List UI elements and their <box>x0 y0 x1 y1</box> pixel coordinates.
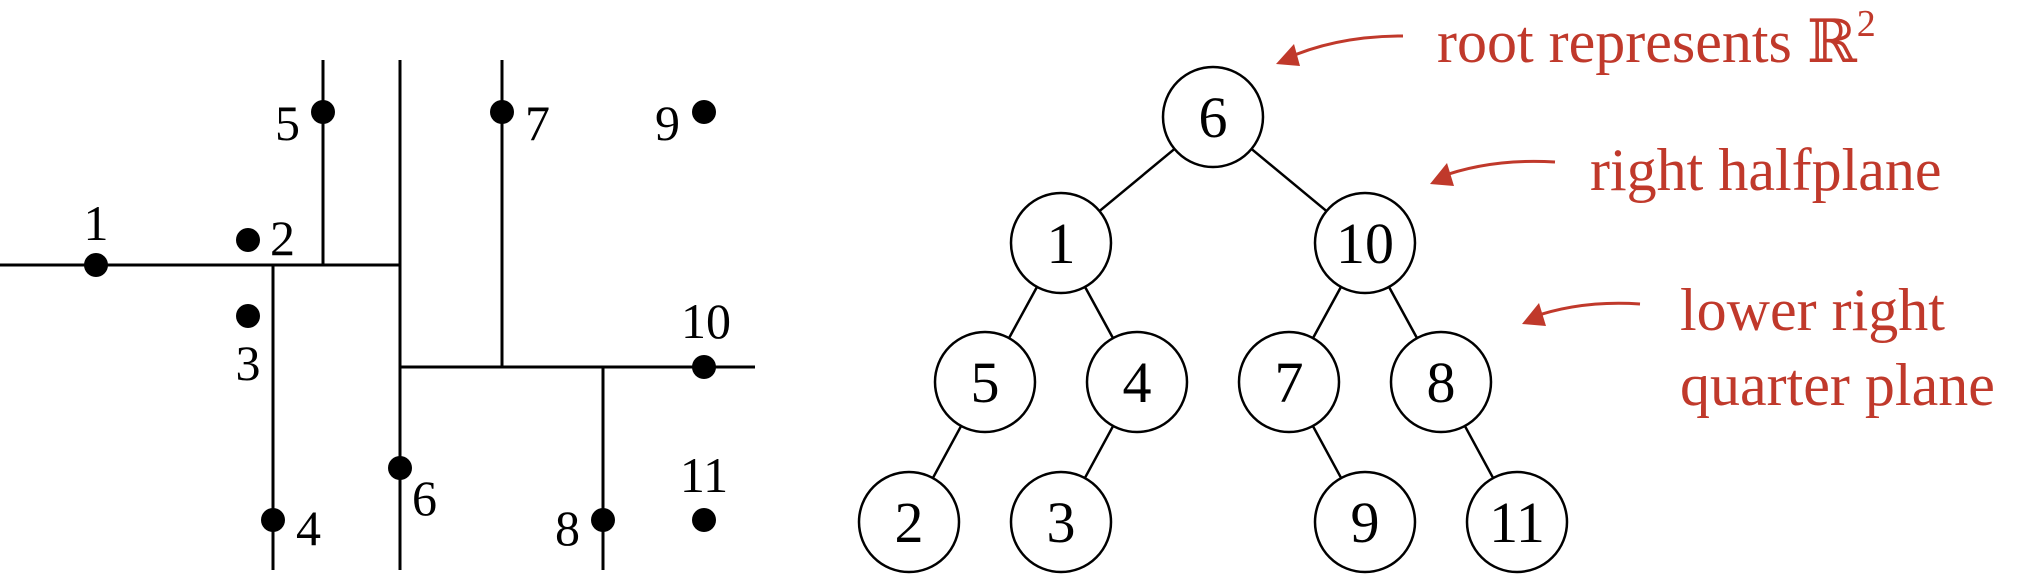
tree-nodes: 6 1 10 5 4 7 8 2 3 9 11 <box>857 65 1569 574</box>
point-2 <box>236 228 260 252</box>
tree-node-label-10: 10 <box>1336 211 1394 276</box>
plane-partition <box>0 60 755 570</box>
tree-node-10 <box>1313 191 1417 295</box>
tree-edge-7-9 <box>1311 425 1343 479</box>
annotations: root represents ℝ2 right halfplane lower… <box>1276 3 1995 418</box>
tree-edge-10-8 <box>1387 286 1419 339</box>
annotation-root: root represents ℝ2 <box>1437 3 1876 77</box>
tree-node-label-2: 2 <box>895 490 924 555</box>
tree-node-3 <box>1009 470 1113 574</box>
point-label-7: 7 <box>525 95 550 151</box>
annotation-root-superscript: 2 <box>1857 3 1876 45</box>
point-label-9: 9 <box>655 95 680 151</box>
point-label-11: 11 <box>680 447 728 503</box>
tree-node-label-4: 4 <box>1123 350 1152 415</box>
tree-node-label-3: 3 <box>1047 490 1076 555</box>
annotation-root-symbol: ℝ <box>1807 7 1858 77</box>
points-layer: 1 2 3 4 5 6 7 8 9 10 11 <box>84 95 732 556</box>
point-label-4: 4 <box>296 500 321 556</box>
point-9 <box>692 100 716 124</box>
arrow-lower-right <box>1529 301 1641 320</box>
tree-node-9 <box>1313 470 1417 574</box>
arrow-root <box>1282 34 1404 62</box>
point-label-2: 2 <box>270 210 295 266</box>
tree-node-label-9: 9 <box>1351 490 1380 555</box>
point-8 <box>591 508 615 532</box>
annotation-lower-right-line1: lower right <box>1680 277 1945 343</box>
tree-edge-4-3 <box>1083 425 1115 479</box>
tree-edge-1-5 <box>1007 286 1039 339</box>
tree-node-1 <box>1009 191 1113 295</box>
tree-edge-5-2 <box>931 425 963 479</box>
tree-node-4 <box>1085 330 1189 434</box>
tree-node-8 <box>1389 330 1493 434</box>
tree-node-5 <box>933 330 1037 434</box>
point-10 <box>692 355 716 379</box>
arrow-right-halfplane <box>1436 159 1556 180</box>
tree-node-label-5: 5 <box>971 350 1000 415</box>
tree-edge-10-7 <box>1311 286 1343 339</box>
tree-edge-6-10 <box>1250 147 1328 213</box>
tree-edge-6-1 <box>1098 147 1176 213</box>
tree-node-2 <box>857 470 961 574</box>
point-6 <box>388 456 412 480</box>
point-5 <box>311 100 335 124</box>
arrowhead-lower-right <box>1522 303 1546 326</box>
point-11 <box>692 508 716 532</box>
tree-node-label-7: 7 <box>1275 350 1304 415</box>
tree-node-11 <box>1465 470 1569 574</box>
point-label-8: 8 <box>555 500 580 556</box>
annotation-lower-right-line2: quarter plane <box>1680 352 1995 418</box>
point-label-5: 5 <box>275 95 300 151</box>
tree-edges <box>931 147 1495 479</box>
point-label-6: 6 <box>412 470 437 526</box>
point-1 <box>84 253 108 277</box>
arrowhead-root <box>1276 44 1300 66</box>
point-label-10: 10 <box>681 293 731 349</box>
tree-node-label-1: 1 <box>1047 211 1076 276</box>
tree-node-label-8: 8 <box>1427 350 1456 415</box>
tree-node-label-6: 6 <box>1199 85 1228 150</box>
annotation-right-halfplane: right halfplane <box>1590 137 1942 203</box>
point-label-1: 1 <box>84 195 109 251</box>
tree-edge-1-4 <box>1083 286 1115 339</box>
point-label-3: 3 <box>236 335 261 391</box>
point-4 <box>261 508 285 532</box>
tree-node-label-11: 11 <box>1489 490 1545 555</box>
tree-node-7 <box>1237 330 1341 434</box>
tree-edge-8-11 <box>1463 425 1495 479</box>
point-7 <box>490 100 514 124</box>
tree-node-6 <box>1161 65 1265 169</box>
point-3 <box>236 304 260 328</box>
arrowhead-right-halfplane <box>1430 163 1454 186</box>
annotation-root-text: root represents <box>1437 9 1807 75</box>
